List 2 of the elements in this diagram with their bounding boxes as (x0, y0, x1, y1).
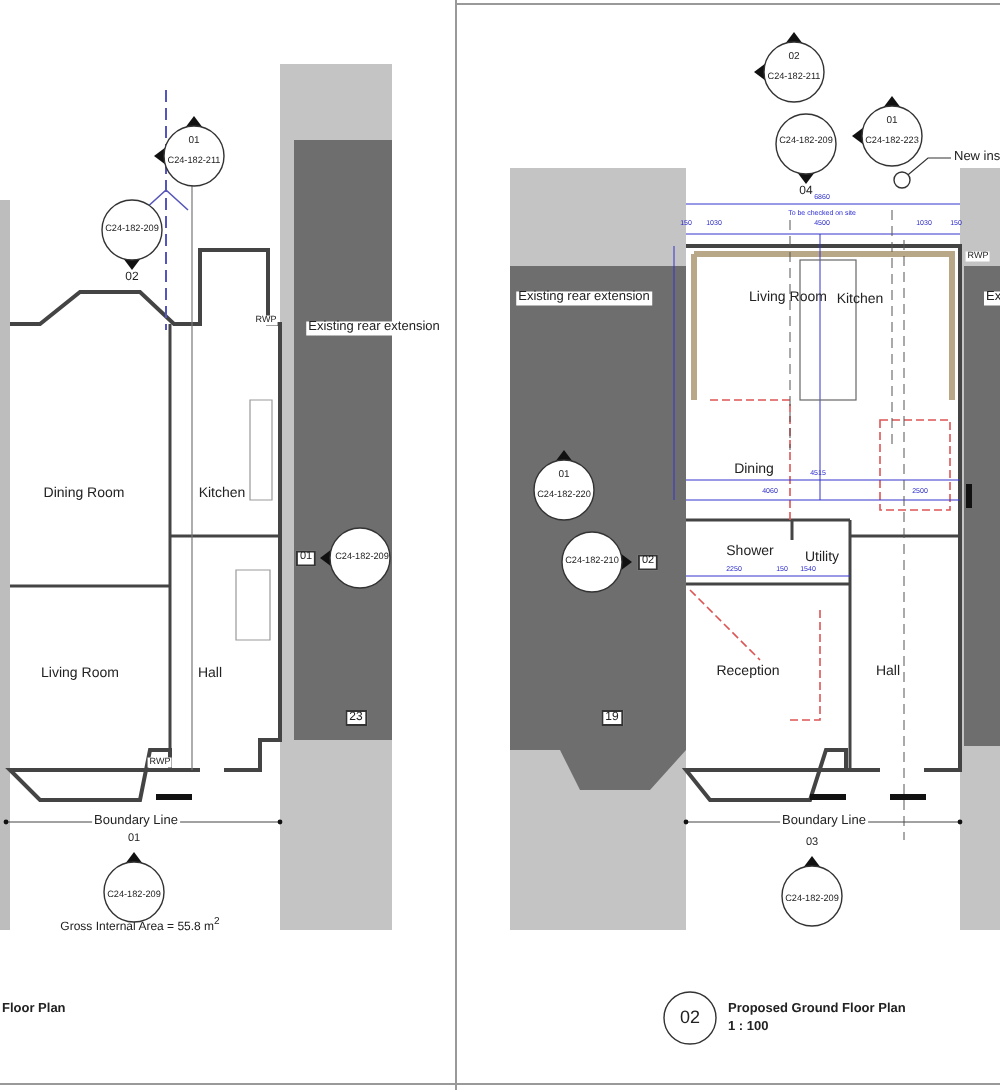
leader-line (907, 157, 952, 176)
drawing-number: 02 (680, 1009, 700, 1027)
